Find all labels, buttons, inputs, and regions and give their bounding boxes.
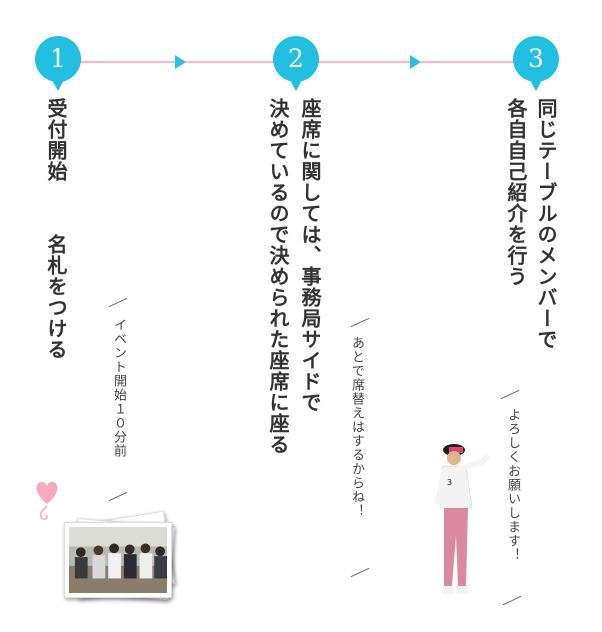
step-1-line-1: 受付開始 xyxy=(46,98,66,182)
progress-track-1 xyxy=(70,61,180,63)
step-2-line-1: 座席に関しては、事務局サイドで xyxy=(300,98,320,413)
step-2-line-2: 決めているので決められた座席に座る xyxy=(268,98,288,455)
step-1-note: イベント開始１０分前 xyxy=(112,318,125,458)
note-2-slash-top xyxy=(351,318,370,327)
event-photo xyxy=(64,522,172,598)
step-2-note: あとで席替えはするからね！ xyxy=(350,336,363,518)
step-3-note: よろしくお願いします！ xyxy=(506,408,519,562)
note-1-slash-top xyxy=(109,298,128,307)
step-3-line-1: 同じテーブルのメンバーで xyxy=(536,98,556,350)
note-1-slash-bottom xyxy=(109,492,128,501)
svg-text:3: 3 xyxy=(447,478,452,487)
step-1-line-2: 名札をつける xyxy=(46,234,66,360)
progress-track-3 xyxy=(305,61,415,63)
note-3-slash-top xyxy=(501,390,520,399)
step-badge-1: 1 xyxy=(35,36,81,82)
heart-icon xyxy=(30,478,64,526)
note-3-slash-bottom xyxy=(503,596,522,605)
note-2-slash-bottom xyxy=(351,568,370,577)
step-badge-3: 3 xyxy=(513,36,559,82)
step-badge-2: 2 xyxy=(273,36,319,82)
step-3-line-2: 各自自己紹介を行う xyxy=(506,98,526,287)
golfer-figure: 3 xyxy=(432,436,496,608)
